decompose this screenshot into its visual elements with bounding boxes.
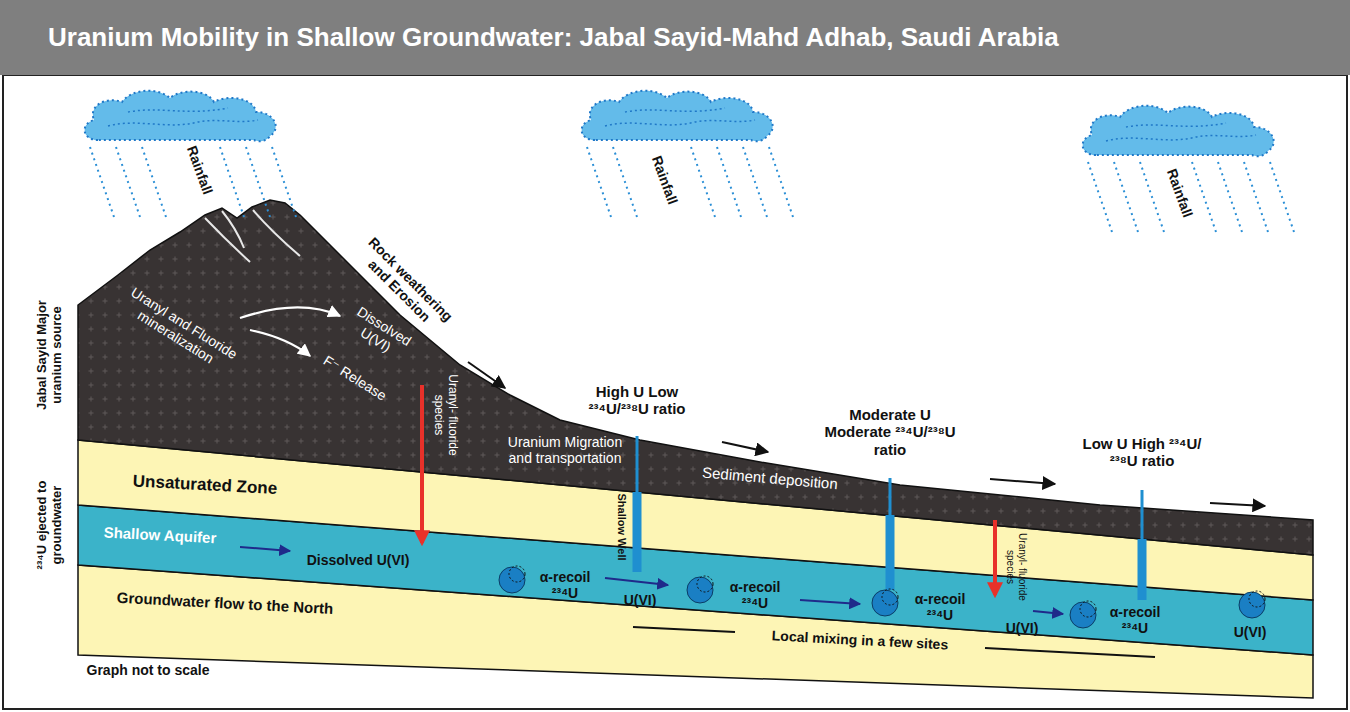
annotation-label: ²³⁴U ejected to groundwater: [35, 460, 65, 590]
annotation-label: Graph not to scale: [68, 662, 228, 678]
annotation-label: Shallow Well: [616, 482, 629, 572]
rainfall-label: Rainfall: [184, 143, 216, 196]
mountain-rock-layer: [78, 200, 1313, 555]
annotation-label: α-recoil ²³⁴U: [1100, 604, 1170, 636]
frame: [3, 75, 1347, 709]
annotation-label: U(VI): [992, 620, 1052, 636]
annotation-label: High U Low ²³⁴U/²³⁸U ratio: [581, 383, 693, 418]
annotation-label: Dissolved U(VI): [293, 552, 423, 568]
release-arrow: [240, 307, 340, 318]
rain-cloud: Rainfall: [567, 85, 802, 225]
annotation-label: U(VI): [1220, 624, 1280, 640]
annotation-label: Low U High ²³⁴U/²³⁸U ratio: [1081, 435, 1203, 470]
infiltration-arrow: [993, 520, 997, 595]
rain-cloud: Rainfall: [1068, 100, 1303, 235]
rainfall-label: Rainfall: [1164, 166, 1196, 219]
annotation-label: α-recoil ²³⁴U: [905, 591, 975, 623]
diagram-title: Uranium Mobility in Shallow Groundwater:…: [48, 22, 1059, 52]
annotation-label: α-recoil ²³⁴U: [530, 569, 600, 601]
annotation-label: α-recoil ²³⁴U: [720, 579, 790, 611]
annotation-label: Uranium Migration and transportation: [508, 434, 623, 466]
shallow-wells: [637, 436, 1142, 600]
ridge-lines: [205, 210, 300, 262]
annotation-label: U(VI): [610, 592, 670, 608]
release-arrow: [250, 330, 310, 356]
annotation-label: Jabal Sayid Major uranium source: [35, 290, 65, 420]
infiltration-arrow: [420, 385, 424, 543]
title-bar: Uranium Mobility in Shallow Groundwater:…: [0, 0, 1350, 75]
annotation-label: Uranyl- fluoride species: [431, 365, 459, 465]
annotation-label: Moderate U Moderate ²³⁴U/²³⁸U ratio: [815, 406, 965, 458]
annotation-label: Uranyl- fluoride species: [1005, 530, 1028, 605]
rain-cloud: Rainfall: [70, 85, 305, 225]
cloud-shape: [567, 85, 802, 225]
rainfall-label: Rainfall: [649, 153, 681, 206]
surface-flow-arrows: [468, 362, 1265, 506]
